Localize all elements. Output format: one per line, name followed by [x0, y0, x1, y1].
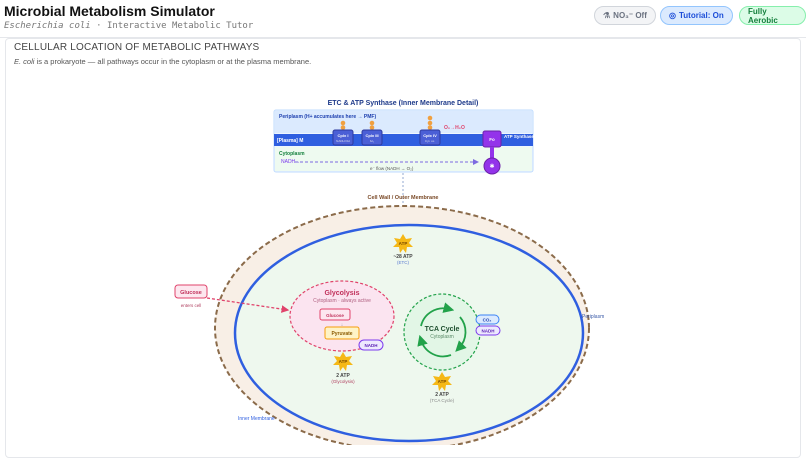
- inner-membrane-label: Inner Membrane: [238, 416, 275, 422]
- desc-organism: E. coli: [14, 57, 35, 66]
- cell-diagram: ETC & ATP Synthase (Inner Membrane Detai…: [174, 100, 604, 445]
- app-header: Microbial Metabolism Simulator Escherich…: [0, 0, 806, 38]
- etc-title: ETC & ATP Synthase (Inner Membrane Detai…: [328, 100, 479, 107]
- tca-nadh-badge: [475, 325, 501, 336]
- oxygen-mode-toggle[interactable]: Fully Aerobic: [739, 6, 806, 25]
- etc-nadh-label: NADH→: [281, 159, 300, 165]
- enters-cell-label: enters cell: [181, 303, 202, 308]
- oxygen-reduction-label: O₂→H₂O: [444, 125, 465, 131]
- electron-flow-label: e⁻ flow (NADH → O₂): [370, 166, 414, 171]
- glycolysis-nadh-badge: [358, 339, 384, 351]
- complex-3[interactable]: Cplx III bc₁: [361, 120, 383, 146]
- tutorial-toggle[interactable]: ◎Tutorial: On: [660, 6, 733, 25]
- glycolysis-atp-badge: ATP: [339, 359, 348, 364]
- external-glucose-label: Glucose: [180, 290, 202, 296]
- etc-atp-star-icon: [393, 234, 413, 253]
- complex-4[interactable]: Cplx IV Cyt. ox.: [419, 115, 441, 146]
- proton-icon: [369, 125, 375, 130]
- glycolysis-atp-source: (Glycolysis): [331, 379, 355, 384]
- tca-atp-star-icon: [432, 372, 452, 391]
- organism-name: Escherichia coli: [4, 21, 91, 31]
- tca-atp-source: (TCA Cycle): [430, 398, 455, 403]
- nitrate-label: NO₃⁻ Off: [613, 11, 647, 20]
- f1-rotor-icon: [483, 157, 501, 175]
- glycolysis-nadh: NADH: [365, 343, 378, 348]
- tca-co2: CO₂: [483, 318, 492, 323]
- complex-3-sub: bc₁: [370, 139, 374, 143]
- etc-atp-yield: ~28 ATP: [393, 254, 413, 260]
- tca-arrow-icon: [420, 302, 455, 327]
- section-description: E. coli is a prokaryote — all pathways o…: [14, 57, 311, 66]
- tca-atp-badge: ATP: [438, 379, 447, 384]
- glycolysis-atp-star-icon: [333, 352, 353, 371]
- desc-text: is a prokaryote — all pathways occur in …: [34, 57, 312, 66]
- complex-1-name: Cplx I: [338, 133, 349, 138]
- tutorial-label: Tutorial: On: [678, 11, 724, 20]
- proton-icon: [369, 120, 375, 126]
- rotor-star-icon: ✱: [489, 163, 494, 170]
- glycolysis-subtitle: Cytoplasm · always active: [313, 298, 371, 304]
- flask-icon: ⚗: [603, 11, 611, 20]
- glucose-uptake-arrow: [206, 297, 290, 313]
- co2-badge: [475, 314, 500, 325]
- glycolysis-glucose: Glucose: [326, 313, 344, 318]
- glycolysis-pathway[interactable]: Glycolysis Cytoplasm · always active Glu…: [289, 280, 395, 352]
- proton-icon: [340, 125, 346, 130]
- glycolysis-atp-yield: 2 ATP: [336, 373, 350, 379]
- etc-periplasm-region: [275, 111, 532, 133]
- proton-icon: [427, 120, 433, 126]
- glycolysis-pyruvate: Pyruvate: [331, 331, 352, 337]
- atp-synthase[interactable]: Fo ✱ ATP Synthase: [482, 130, 534, 175]
- down-arrow-icon: ↓: [341, 322, 344, 328]
- etc-atp-badge: ATP: [399, 241, 408, 246]
- nitrate-toggle[interactable]: ⚗NO₃⁻ Off: [594, 6, 656, 25]
- proton-icon: [340, 120, 346, 126]
- proton-icon: [427, 125, 433, 130]
- tca-atp-yield: 2 ATP: [435, 392, 449, 398]
- glycolysis-title: Glycolysis: [324, 290, 359, 297]
- etc-cytoplasm-label: Cytoplasm: [279, 151, 305, 157]
- section-title: CELLULAR LOCATION OF METABOLIC PATHWAYS: [14, 42, 260, 53]
- tca-arrow-icon: [455, 316, 467, 352]
- etc-atp-source: (ETC): [397, 260, 409, 265]
- tca-arrow-icon: [417, 334, 452, 358]
- oxygen-label: Fully Aerobic: [748, 6, 778, 25]
- tca-cycle[interactable]: TCA Cycle Cytoplasm: [403, 293, 481, 371]
- complex-1-sub: NADH DH: [336, 139, 350, 143]
- fo-label: Fo: [489, 137, 495, 142]
- proton-icon: [427, 115, 433, 121]
- tca-subtitle: Cytoplasm: [430, 334, 454, 340]
- app-subtitle: Escherichia coli · Interactive Metabolic…: [4, 21, 253, 31]
- info-pin-icon: ◎: [669, 11, 676, 20]
- etc-periplasm-label: Periplasm (H+ accumulates here → PMF): [279, 114, 376, 120]
- complex-4-name: Cplx IV: [423, 133, 437, 138]
- periplasm-label: Periplasm: [582, 314, 604, 320]
- etc-membrane-label: [Plasma] M: [277, 138, 303, 144]
- complex-1[interactable]: Cplx I NADH DH: [332, 120, 354, 146]
- complex-4-sub: Cyt. ox.: [425, 139, 435, 143]
- external-glucose[interactable]: [174, 284, 208, 299]
- tca-title: TCA Cycle: [425, 326, 460, 333]
- complex-3-name: Cplx III: [365, 133, 378, 138]
- tca-nadh: NADH: [482, 329, 495, 334]
- subtitle-text: · Interactive Metabolic Tutor: [90, 21, 254, 31]
- cell-wall-label: Cell Wall / Outer Membrane: [367, 195, 438, 201]
- app-title: Microbial Metabolism Simulator: [4, 3, 215, 19]
- atp-synthase-label: ATP Synthase: [504, 134, 534, 139]
